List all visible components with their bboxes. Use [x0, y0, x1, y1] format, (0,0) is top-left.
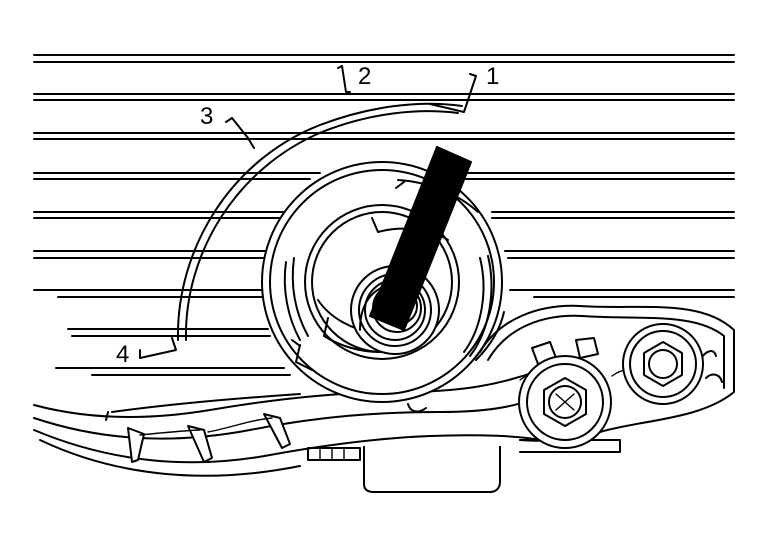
callout-1: 1 [486, 63, 499, 90]
background-lines [33, 54, 735, 376]
outer-arc [176, 102, 463, 341]
hex-bolt-icon [518, 355, 612, 449]
pointer-bar-icon [368, 145, 473, 332]
flange-bolt-icon [622, 323, 704, 405]
callout-leaders [139, 65, 477, 359]
callouts: 1 2 3 4 [116, 63, 499, 368]
callout-3: 3 [200, 103, 213, 130]
callout-2: 2 [358, 63, 371, 90]
callout-4: 4 [116, 341, 129, 368]
lower-housing [33, 369, 621, 493]
